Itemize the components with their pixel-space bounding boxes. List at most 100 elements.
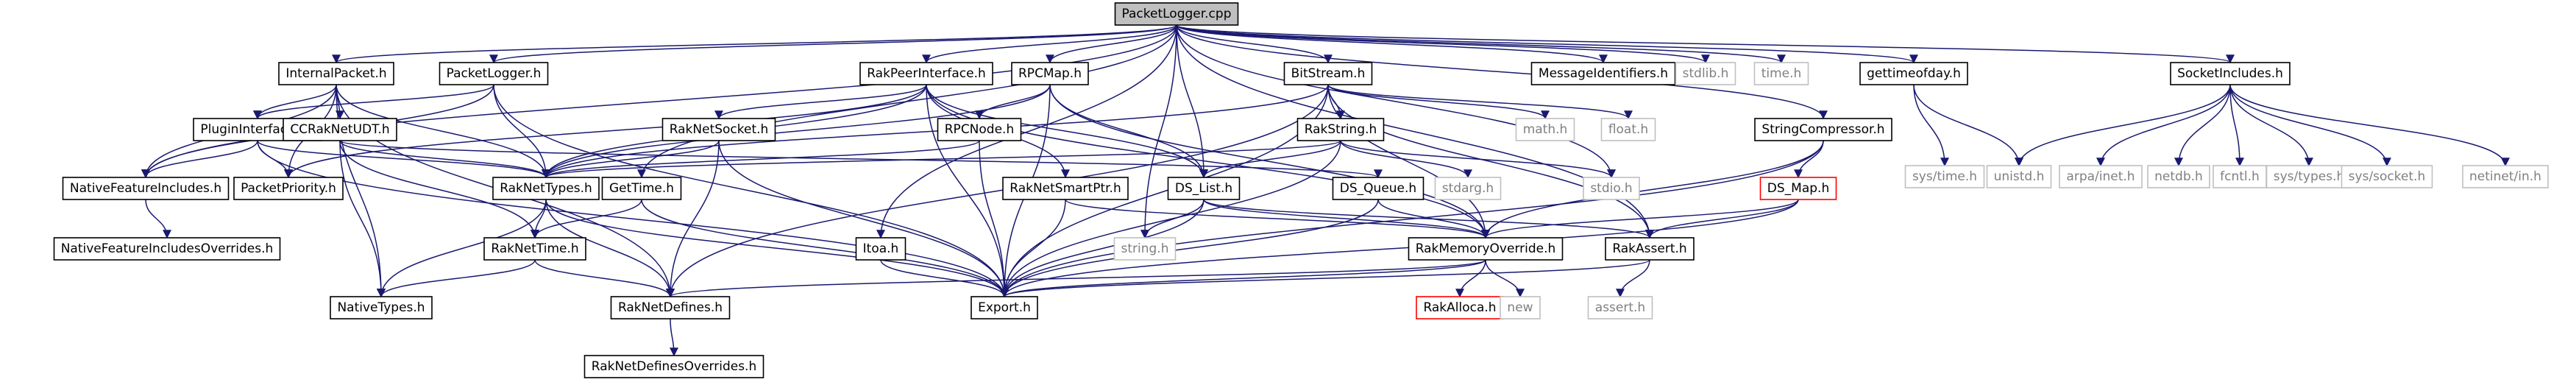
node-label: NativeFeatureIncludes.h [70,181,221,196]
include-edges [141,24,2510,357]
node-box [1113,237,1177,261]
edge-packetlogger-cpp-to-rpcmap-h [1046,24,1177,64]
node-bitstream-h[interactable]: BitStream.h [1283,62,1373,85]
node-box [1002,177,1129,200]
edge-socketincludes-h-to-unistd-h [2015,84,2231,167]
node-syssocket-h[interactable]: sys/socket.h [2341,165,2433,188]
edge-rakmemoryoverride-h-to-raknetdefines-h [666,259,1486,298]
node-box [610,296,731,319]
node-label: PacketLogger.h [447,66,542,81]
node-nativefeatureincludes-h[interactable]: NativeFeatureIncludes.h [62,177,230,200]
node-netinetin-h[interactable]: netinet/in.h [2462,165,2549,188]
node-label: assert.h [1595,300,1645,315]
node-raknettime-h[interactable]: RakNetTime.h [483,237,586,261]
edge-ds-list-h-to-string-h [1140,199,1204,239]
node-raknetsmartptr-h[interactable]: RakNetSmartPtr.h [1002,177,1129,200]
node-box [1515,118,1575,141]
edge-raknettypes-h-to-nativetypes-h [377,199,547,298]
node-box [937,118,1022,141]
node-fcntl-h[interactable]: fcntl.h [2213,165,2267,188]
edge-packetlogger-cpp-to-rakassert-h [1176,24,1654,239]
edge-bitstream-h-to-float-h [1327,84,1633,120]
node-new[interactable]: new [1500,296,1541,319]
node-ds-list-h[interactable]: DS_List.h [1167,177,1241,200]
node-rakpeerinterface-h[interactable]: RakPeerInterface.h [859,62,993,85]
edge-packetlogger-cpp-to-string-h [1140,24,1177,239]
node-box [601,177,682,200]
edge-raknetdefines-h-to-raknetdefinesoverrides-h [669,318,678,357]
node-math-h[interactable]: math.h [1515,118,1575,141]
node-stdarg-h[interactable]: stdarg.h [1434,177,1502,200]
node-label: RakNetSocket.h [670,122,769,137]
edge-internalpacket-h-to-plugininterface2-h [253,84,337,120]
edge-socketincludes-h-to-arpainet-h [2096,84,2231,167]
edge-plugininterface2-h-to-export-h [257,140,1009,298]
node-label: stdarg.h [1442,181,1494,196]
node-label: time.h [1761,66,1802,81]
node-stdio-h[interactable]: stdio.h [1583,177,1640,200]
node-float-h[interactable]: float.h [1600,118,1656,141]
node-label: RPCNode.h [945,122,1014,137]
node-raknetdefinesoverrides-h[interactable]: RakNetDefinesOverrides.h [583,355,764,378]
node-packetlogger-h[interactable]: PacketLogger.h [439,62,549,85]
node-label: arpa/inet.h [2066,169,2135,184]
node-packetlogger-cpp[interactable]: PacketLogger.cpp [1114,2,1239,26]
node-socketincludes-h[interactable]: SocketIncludes.h [2170,62,2291,85]
node-arpainet-h[interactable]: arpa/inet.h [2059,165,2143,188]
node-internalpacket-h[interactable]: InternalPacket.h [278,62,394,85]
node-raknetdefines-h[interactable]: RakNetDefines.h [610,296,731,319]
edge-packetlogger-cpp-to-gettime-h [637,24,1177,179]
node-box [1167,177,1241,200]
node-box [2213,165,2267,188]
node-box [1759,177,1837,200]
node-stringcompressor-h[interactable]: StringCompressor.h [1754,118,1892,141]
node-systypes-h[interactable]: sys/types.h [2265,165,2352,188]
node-string-h[interactable]: string.h [1113,237,1177,261]
node-netdb-h[interactable]: netdb.h [2147,165,2210,188]
node-systime-h[interactable]: sys/time.h [1904,165,1985,188]
node-rakalloca-h[interactable]: RakAlloca.h [1416,296,1504,319]
edge-ds-map-h-to-rakmemoryoverride-h [1481,199,1799,239]
node-ccraknetudt-h[interactable]: CCRakNetUDT.h [283,118,397,141]
node-label: sys/socket.h [2349,169,2426,184]
node-box [1500,296,1541,319]
edge-packetlogger-cpp-to-itoa-h [876,24,1177,239]
node-box [278,62,394,85]
node-label: InternalPacket.h [285,66,386,81]
node-unistd-h[interactable]: unistd.h [1986,165,2052,188]
node-rakstring-h[interactable]: RakString.h [1296,118,1385,141]
node-rakassert-h[interactable]: RakAssert.h [1605,237,1695,261]
node-ds-map-h[interactable]: DS_Map.h [1759,177,1837,200]
node-box [2147,165,2210,188]
node-time-h[interactable]: time.h [1753,62,1809,85]
edge-rakstring-h-to-stdarg-h [1340,140,1472,179]
node-rpcnode-h[interactable]: RPCNode.h [937,118,1022,141]
node-box [233,177,344,200]
node-box [1583,177,1640,200]
node-raknetsocket-h[interactable]: RakNetSocket.h [661,118,776,141]
node-nativetypes-h[interactable]: NativeTypes.h [330,296,433,319]
node-ds-queue-h[interactable]: DS_Queue.h [1332,177,1424,200]
edge-rakstring-h-to-stdio-h [1340,140,1616,179]
node-label: RakNetTypes.h [500,181,592,196]
node-rakmemoryoverride-h[interactable]: RakMemoryOverride.h [1408,237,1564,261]
node-box [1859,62,1968,85]
node-gettimeofday-h[interactable]: gettimeofday.h [1859,62,1968,85]
node-box [1283,62,1373,85]
node-rpcmap-h[interactable]: RPCMap.h [1011,62,1089,85]
node-export-h[interactable]: Export.h [971,296,1038,319]
node-stdlib-h[interactable]: stdlib.h [1675,62,1736,85]
node-nativefeatureincludesoverrides-h[interactable]: NativeFeatureIncludesOverrides.h [53,237,281,261]
node-box [855,237,906,261]
node-assert-h[interactable]: assert.h [1587,296,1653,319]
node-label: Export.h [978,300,1031,315]
node-itoa-h[interactable]: Itoa.h [855,237,906,261]
edge-socketincludes-h-to-netinetin-h [2229,84,2510,167]
node-label: RakNetSmartPtr.h [1010,181,1121,196]
node-raknettypes-h[interactable]: RakNetTypes.h [492,177,600,200]
node-packetpriority-h[interactable]: PacketPriority.h [233,177,344,200]
node-gettime-h[interactable]: GetTime.h [601,177,682,200]
node-messageidentifiers-h[interactable]: MessageIdentifiers.h [1530,62,1676,85]
edge-plugininterface2-h-to-raknettypes-h [257,140,550,179]
